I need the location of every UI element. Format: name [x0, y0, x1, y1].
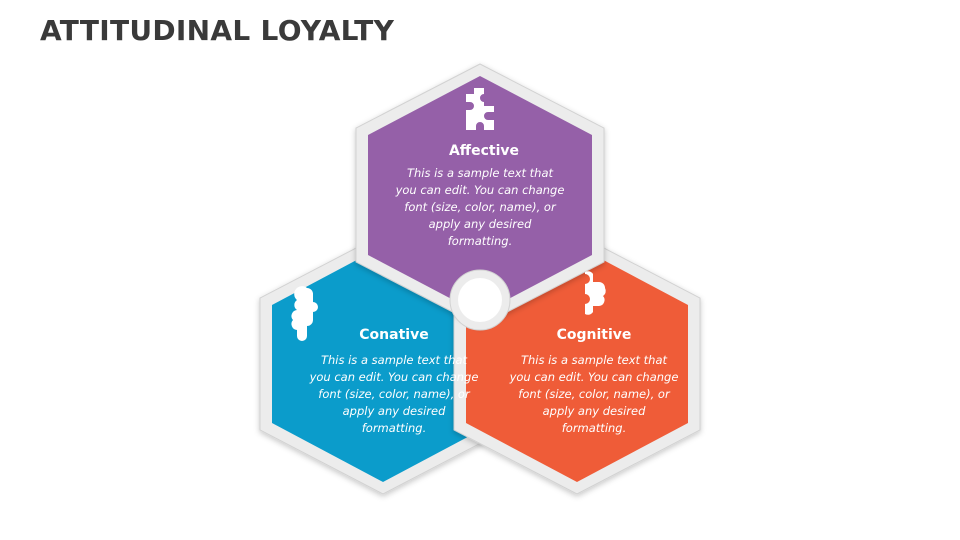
cognitive-title: Cognitive: [556, 327, 632, 343]
affective-description: This is a sample text that you can edit.…: [395, 166, 565, 248]
conative-description: This is a sample text that you can edit.…: [309, 353, 479, 435]
conative-puzzle-icon: [291, 286, 318, 341]
slide-title: ATTITUDINAL LOYALTY: [40, 14, 395, 47]
cognitive-puzzle-icon: [585, 271, 606, 315]
cognitive-description: This is a sample text that you can edit.…: [509, 353, 679, 435]
center-hole: [458, 278, 502, 322]
affective-puzzle-icon: [466, 88, 494, 130]
conative-title: Conative: [359, 327, 429, 343]
affective-fill: [368, 76, 592, 314]
affective-title: Affective: [448, 143, 520, 159]
